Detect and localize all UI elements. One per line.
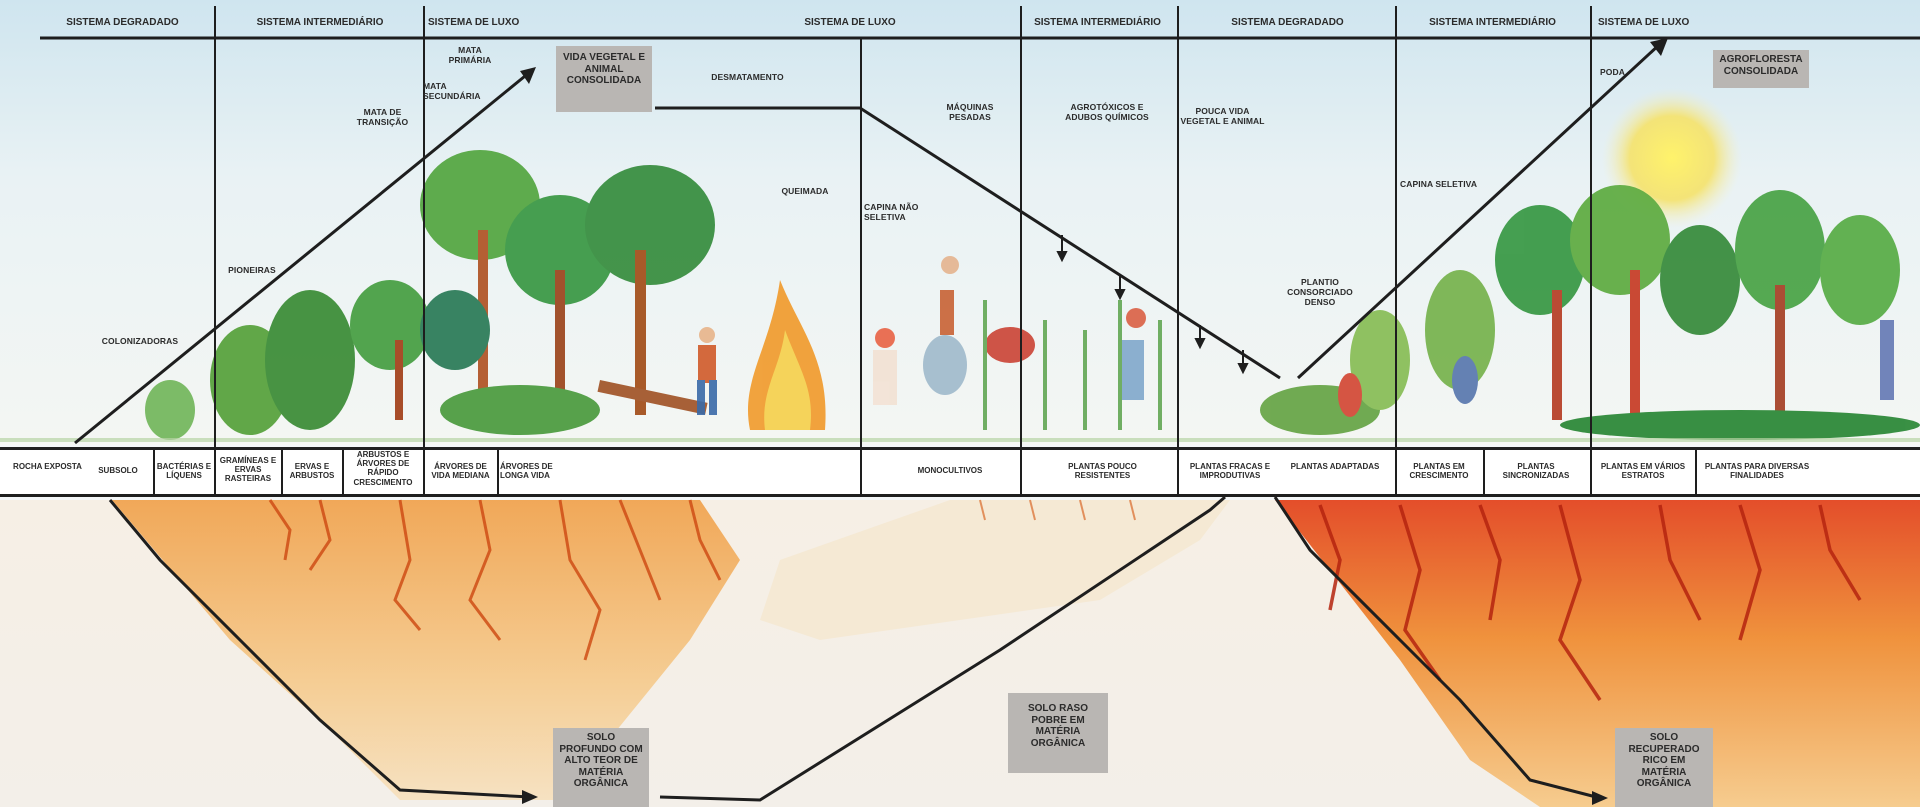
band-rocha-exposta: ROCHA EXPOSTA [10,462,85,471]
band-plantas-fracas: PLANTAS FRACAS E IMPRODUTIVAS [1180,462,1280,480]
band-plantas-pouco: PLANTAS POUCO RESISTENTES [1040,462,1165,480]
band-plantas-crescimento: PLANTAS EM CRESCIMENTO [1398,462,1480,480]
header-sistema-degradado-1: SISTEMA DEGRADADO [40,17,205,28]
label-pioneiras: PIONEIRAS [222,266,282,276]
band-divider-9 [1177,447,1179,497]
divider-1 [214,6,216,447]
band-plantas-finalidades: PLANTAS PARA DIVERSAS FINALIDADES [1698,462,1816,480]
divider-2 [423,6,425,447]
header-sistema-luxo-1: SISTEMA DE LUXO [428,17,538,28]
band-divider-7 [860,447,862,497]
band-divider-10 [1395,447,1397,497]
label-queimada: QUEIMADA [765,187,845,197]
band-divider-8 [1020,447,1022,497]
band-divider-6 [497,447,499,497]
header-sistema-luxo-2: SISTEMA DE LUXO [780,17,920,28]
label-maquinas: MÁQUINAS PESADAS [935,103,1005,123]
arrow-up-left [520,67,536,84]
header-sistema-degradado-2: SISTEMA DEGRADADO [1185,17,1390,28]
forest-left [145,150,715,440]
divider-3 [860,38,862,447]
monoculture-figures [873,256,1160,430]
header-sistema-intermediario-1: SISTEMA INTERMEDIÁRIO [225,17,415,28]
band-divider-11 [1483,447,1485,497]
label-mata-primaria: MATA PRIMÁRIA [440,46,500,66]
band-subsolo: SUBSOLO [85,466,151,475]
label-capina-nao-seletiva: CAPINA NÃO SELETIVA [864,203,934,223]
band-ervas: ERVAS E ARBUSTOS [284,462,340,480]
divider-5 [1177,6,1179,447]
label-mata-secundaria: MATA SECUNDÁRIA [423,82,488,102]
band-arvores-mediana: ÁRVORES DE VIDA MEDIANA [425,462,496,480]
box-agrofloresta: AGROFLORESTA CONSOLIDADA [1713,50,1809,88]
box-solo-recuperado: SOLO RECUPERADO RICO EM MATÉRIA ORGÂNICA [1615,728,1713,807]
label-mata-transicao: MATA DE TRANSIÇÃO [350,108,415,128]
band-arbustos: ARBUSTOS E ÁRVORES DE RÁPIDO CRESCIMENTO [344,450,422,487]
band-plantas-sincronizadas: PLANTAS SINCRONIZADAS [1486,462,1586,480]
band-divider-3 [281,447,283,497]
divider-4 [1020,6,1022,447]
band-gramineas: GRAMÍNEAS E ERVAS RASTEIRAS [216,456,280,484]
label-desmatamento: DESMATAMENTO [695,73,800,83]
farmer-axe [697,327,717,415]
header-sistema-luxo-3: SISTEMA DE LUXO [1598,17,1708,28]
label-poda: PODA [1600,68,1640,78]
label-colonizadoras: COLONIZADORAS [85,337,195,347]
header-sistema-intermediario-3: SISTEMA INTERMEDIÁRIO [1400,17,1585,28]
band-plantas-adaptadas: PLANTAS ADAPTADAS [1285,462,1385,471]
box-solo-profundo: SOLO PROFUNDO COM ALTO TEOR DE MATÉRIA O… [553,728,649,807]
band-divider-12 [1590,447,1592,497]
fire [748,280,826,430]
label-agrotoxicos: AGROTÓXICOS E ADUBOS QUÍMICOS [1052,103,1162,123]
divider-7 [1590,6,1592,447]
divider-6 [1395,6,1397,447]
soil-recovered-right [1275,500,1920,807]
header-sistema-intermediario-2: SISTEMA INTERMEDIÁRIO [1020,17,1175,28]
label-pouca-vida: POUCA VIDA VEGETAL E ANIMAL [1180,107,1265,127]
label-capina-seletiva: CAPINA SELETIVA [1400,180,1495,190]
band-monocultivos: MONOCULTIVOS [880,466,1020,475]
band-divider-13 [1695,447,1697,497]
soil-shallow-middle [760,500,1230,640]
band-plantas-estratos: PLANTAS EM VÁRIOS ESTRATOS [1593,462,1693,480]
arrow-up-right [1650,38,1668,56]
box-vida-vegetal: VIDA VEGETAL E ANIMAL CONSOLIDADA [556,46,652,112]
band-bacterias: BACTÉRIAS E LÍQUENS [155,462,213,480]
label-plantio-consorciado: PLANTIO CONSORCIADO DENSO [1280,278,1360,307]
band-arvores-longa: ÁRVORES DE LONGA VIDA [500,462,580,480]
box-solo-raso: SOLO RASO POBRE EM MATÉRIA ORGÂNICA [1008,693,1108,773]
